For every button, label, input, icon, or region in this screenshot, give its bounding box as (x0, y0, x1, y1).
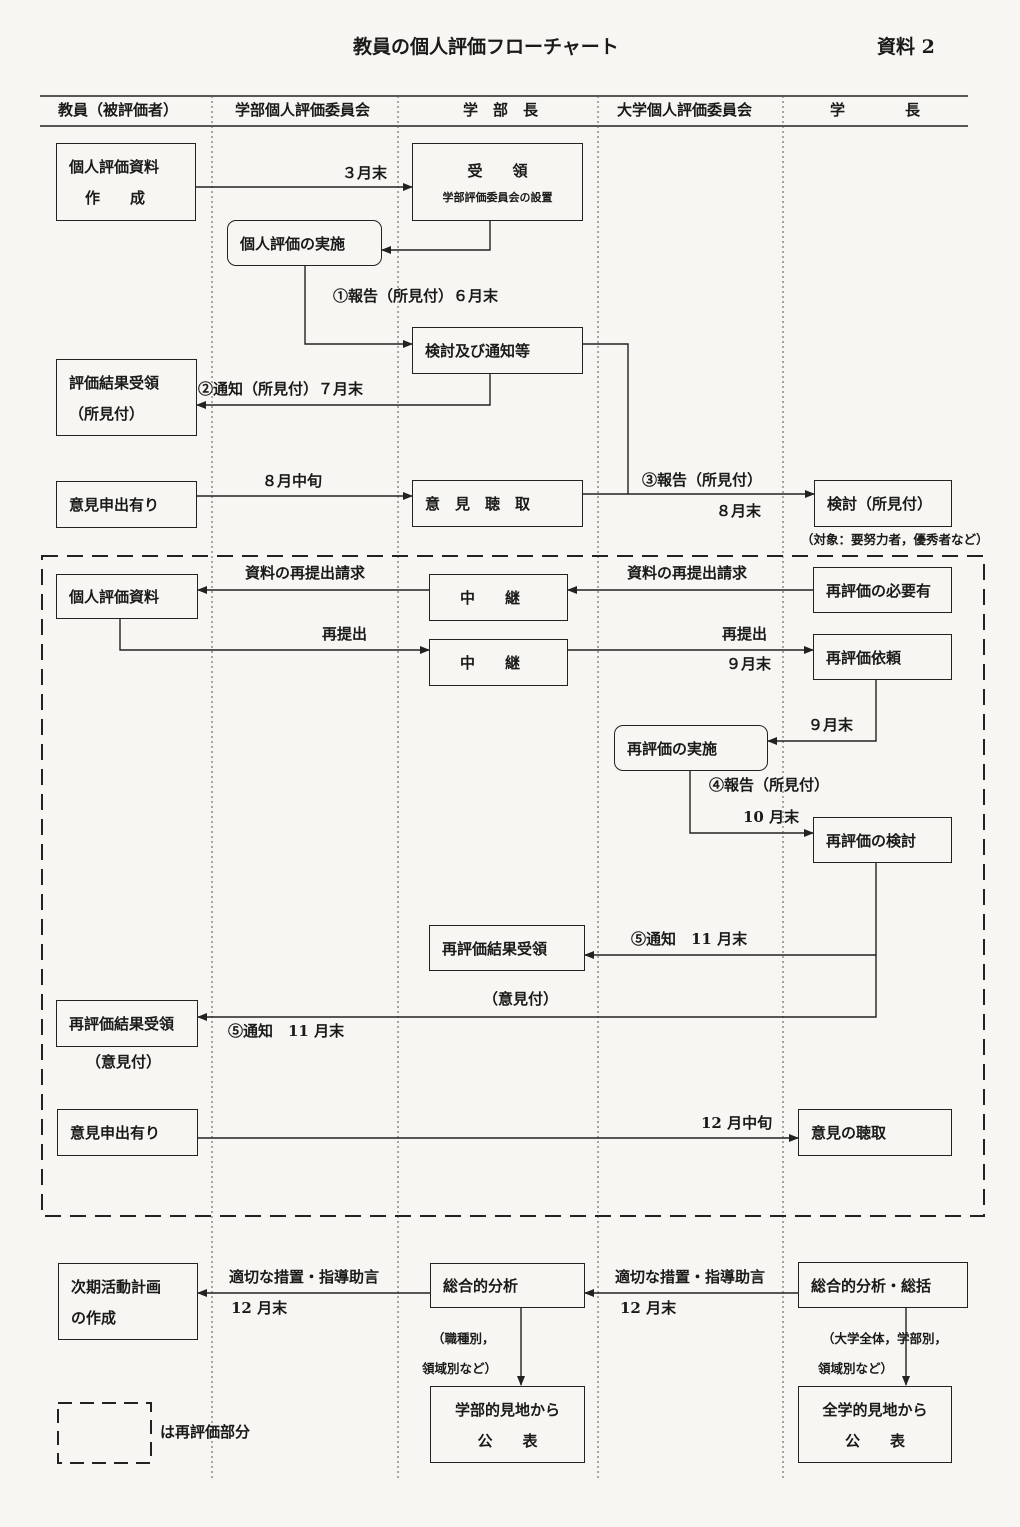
box-text: 全学的見地から (822, 1400, 928, 1419)
label-by-univ-2: 領域別など） (818, 1361, 894, 1376)
doc-label: 資料 2 (877, 36, 935, 58)
label-3gatsu: ３月末 (342, 164, 388, 182)
column-header-president: 学 長 (830, 101, 921, 119)
box-implement-evaluation: 個人評価の実施 (227, 220, 382, 266)
box-text: 検討及び通知等 (425, 342, 531, 360)
box-analysis-president: 総合的分析・総括 (798, 1262, 968, 1308)
connectors (119, 183, 910, 1386)
label-12mid: 12 月中旬 (701, 1114, 773, 1132)
box-reeval-review: 再評価の検討 (813, 817, 952, 863)
label-by-univ-1: （大学全体，学部別， (822, 1331, 948, 1346)
box-analysis-dean: 総合的分析 (430, 1263, 585, 1308)
box-reeval-needed: 再評価の必要有 (813, 567, 952, 613)
label-by-type-2: 領域別など） (422, 1361, 498, 1376)
box-hearing: 意 見 聴 取 (412, 480, 583, 527)
box-review-president: 検討（所見付） (814, 480, 952, 527)
label-9end-b: ９月末 (808, 716, 854, 734)
label-10end: 10 月末 (743, 808, 800, 826)
label-resubmit-1: 再提出 (322, 625, 368, 643)
box-reeval-result-teacher: 再評価結果受領 (56, 1000, 198, 1047)
box-text: 意見申出有り (69, 496, 160, 514)
box-relay-1: 中 継 (429, 574, 568, 621)
box-create-material: 個人評価資料 作 成 (56, 143, 196, 221)
box-text: 再評価の必要有 (826, 581, 932, 600)
legend-dashed-box (57, 1402, 152, 1464)
box-text: 検討（所見付） (827, 495, 933, 513)
box-text: 個人評価資料 (69, 588, 160, 606)
page-title: 教員の個人評価フローチャート (353, 36, 619, 58)
box-text: 受 領 (467, 161, 528, 180)
box-text: 総合的分析 (443, 1277, 519, 1295)
box-text: 作 成 (85, 189, 146, 207)
box-opinion-hearing: 意見の聴取 (798, 1109, 952, 1156)
label-report-1: ①報告（所見付）６月末 (333, 287, 499, 305)
box-text: 意見の聴取 (811, 1124, 887, 1142)
column-header-dept-committee: 学部個人評価委員会 (235, 101, 371, 119)
box-text: 次期活動計画 (71, 1277, 162, 1296)
box-text: 総合的分析・総括 (811, 1276, 932, 1295)
box-text: 再評価結果受領 (69, 1015, 175, 1033)
box-receive: 受 領 学部評価委員会の設置 (412, 143, 583, 221)
box-publish-dept: 学部的見地から 公 表 (430, 1386, 585, 1463)
legend-label: は再評価部分 (160, 1423, 251, 1441)
label-opinion-attached-teacher: （意見付） (86, 1053, 162, 1071)
box-text: 評価結果受領 (69, 373, 160, 392)
label-by-type-1: （職種別， (432, 1331, 495, 1346)
box-text: 再評価の実施 (627, 739, 718, 758)
box-publish-univ: 全学的見地から 公 表 (798, 1386, 952, 1463)
label-target: （対象：要努力者，優秀者など） (801, 532, 989, 547)
label-12end-1: 12 月末 (231, 1299, 288, 1317)
column-dividers (211, 96, 784, 1480)
label-report-4: ④報告（所見付） (709, 776, 830, 794)
column-header-univ-committee: 大学個人評価委員会 (617, 101, 753, 119)
label-resubmit-request-2: 資料の再提出請求 (627, 564, 748, 582)
label-9end-a: ９月末 (726, 655, 772, 673)
label-advice-2: 適切な措置・指導助言 (615, 1268, 766, 1286)
box-text: 学部的見地から (454, 1400, 560, 1419)
column-header-dean: 学 部 長 (463, 101, 539, 119)
box-opinion-filed-2: 意見申出有り (57, 1109, 198, 1156)
box-text: 中 継 (460, 589, 521, 607)
label-8mid: ８月中旬 (262, 472, 323, 490)
box-text: 再評価結果受領 (442, 939, 548, 958)
label-report-3: ③報告（所見付） (642, 471, 763, 489)
box-text: 中 継 (460, 654, 521, 672)
label-12end-2: 12 月末 (620, 1299, 677, 1317)
label-8end: ８月末 (716, 502, 762, 520)
box-reeval-request: 再評価依頼 (813, 634, 952, 680)
box-subtext: 学部評価委員会の設置 (442, 190, 553, 204)
box-review-notify: 検討及び通知等 (412, 327, 583, 374)
box-reeval-result-dean: 再評価結果受領 (429, 925, 585, 971)
label-notify-2: ②通知（所見付）７月末 (198, 380, 364, 398)
box-text: 個人評価資料 (69, 158, 160, 176)
box-text: （所見付） (69, 404, 145, 423)
box-relay-2: 中 継 (429, 639, 568, 686)
column-header-teacher: 教員（被評価者） (58, 101, 179, 119)
box-reeval-implement: 再評価の実施 (614, 725, 768, 771)
label-notify-5a: ⑤通知 11 月末 (631, 930, 748, 948)
label-resubmit-request-1: 資料の再提出請求 (245, 564, 366, 582)
label-advice-1: 適切な措置・指導助言 (229, 1268, 380, 1286)
box-text: 公 表 (844, 1431, 905, 1450)
box-opinion-filed-1: 意見申出有り (56, 481, 197, 528)
label-notify-5b: ⑤通知 11 月末 (228, 1022, 345, 1040)
box-material: 個人評価資料 (56, 574, 198, 619)
box-text: 個人評価の実施 (240, 234, 346, 253)
box-next-plan: 次期活動計画 の作成 (58, 1263, 198, 1340)
label-resubmit-2: 再提出 (722, 625, 768, 643)
box-text: の作成 (71, 1308, 117, 1327)
box-text: 再評価依頼 (826, 648, 902, 667)
box-result-receive: 評価結果受領 （所見付） (56, 359, 197, 436)
box-text: 意見申出有り (70, 1124, 161, 1142)
box-text: 意 見 聴 取 (425, 495, 531, 513)
label-opinion-attached-dean: （意見付） (483, 990, 559, 1008)
box-text: 再評価の検討 (826, 831, 917, 850)
box-text: 公 表 (477, 1431, 538, 1450)
